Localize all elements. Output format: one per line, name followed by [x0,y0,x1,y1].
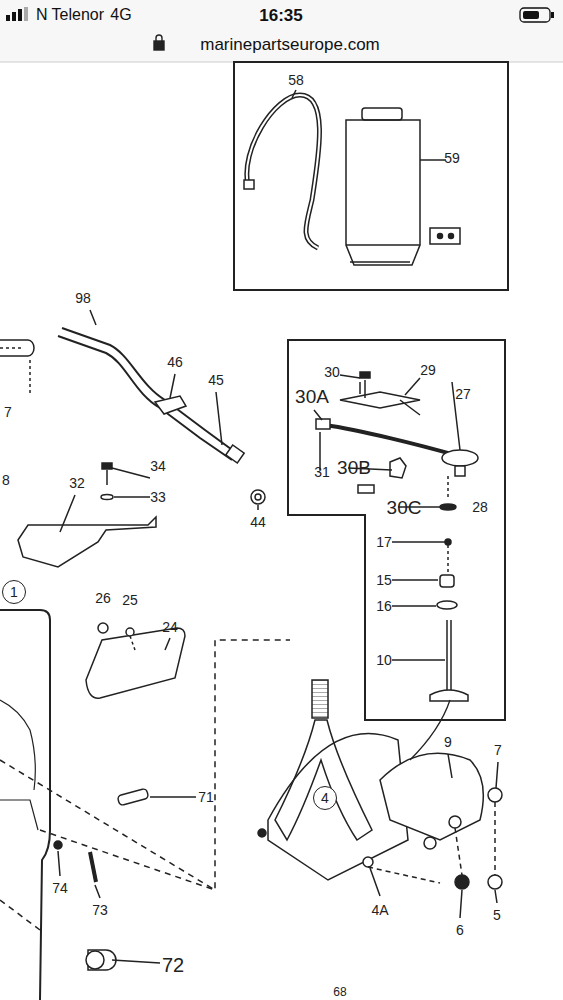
callout-number: 74 [52,881,68,895]
network-text: 4G [110,7,131,23]
url-text: marinepartseurope.com [200,36,380,53]
callout-number: 68 [333,986,346,998]
callout-number: 9 [444,735,452,749]
callout-number: 27 [455,387,471,401]
callout-number: 29 [420,363,436,377]
callout-number: 15 [376,573,392,587]
callout-number: 46 [167,355,183,369]
callout-number: 25 [122,593,138,607]
callout-number: 1 [10,584,18,600]
callout-number: 72 [162,955,184,975]
callout-number: 26 [95,591,111,605]
callout-number: 30 [324,365,340,379]
callout-number: 6 [456,923,464,937]
callout-number: 71 [198,790,214,804]
callout-number: 30B [337,458,371,477]
callout-number: 58 [288,73,304,87]
callout-number: 73 [92,903,108,917]
callout-number: 30C [387,498,422,517]
callout-number: 7 [4,405,12,419]
callout-number: 4A [371,903,388,917]
callout-number: 30A [295,387,329,406]
callout-number: 33 [150,490,166,504]
circled-callout: 1 [2,580,26,604]
callout-number: 59 [444,151,460,165]
callout-number: 31 [314,465,330,479]
callout-number: 98 [75,291,91,305]
circled-callout: 4 [313,786,337,810]
callout-number: 44 [250,515,266,529]
callout-number: 4 [321,790,329,806]
callout-number: 32 [69,476,85,490]
callout-number: 17 [376,535,392,549]
carrier-text: N Telenor [36,7,104,23]
callout-number: 7 [494,743,502,757]
callout-number: 8 [2,473,10,487]
callout-number: 16 [376,599,392,613]
callout-number: 45 [208,373,224,387]
clock-text: 16:35 [259,7,302,24]
callout-number: 24 [162,620,178,634]
callout-number: 28 [472,500,488,514]
callout-number: 5 [493,908,501,922]
callout-number: 10 [376,653,392,667]
callout-number: 34 [150,459,166,473]
